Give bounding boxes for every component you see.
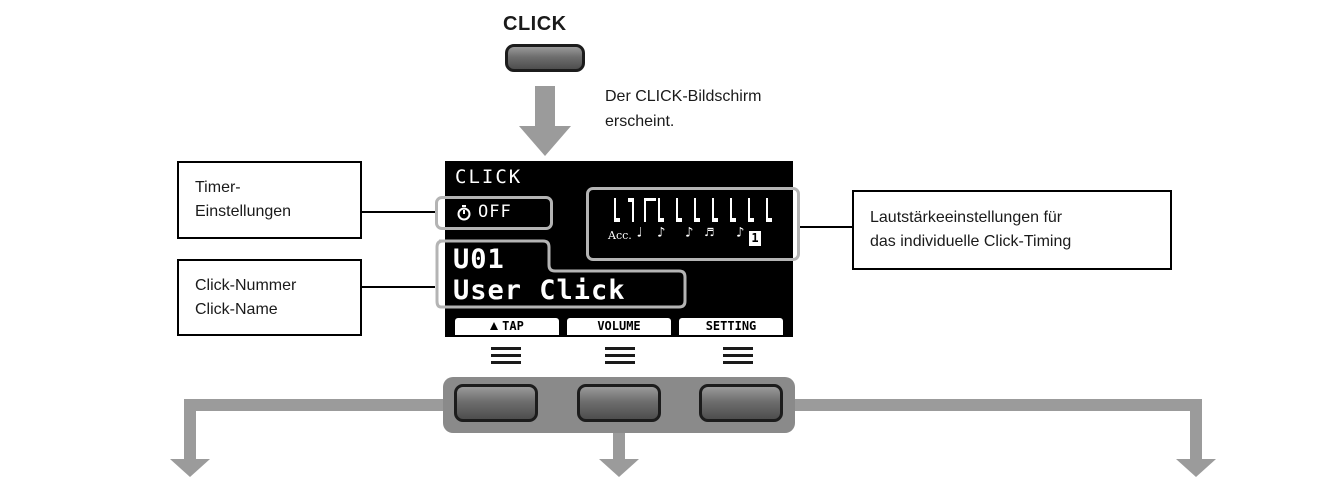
stopwatch-icon	[457, 205, 471, 221]
volume-meters	[614, 198, 772, 222]
click-name: User Click	[453, 275, 626, 306]
volume-meter-acc	[614, 198, 634, 222]
callout-timer-line-2: Einstellungen	[195, 203, 292, 220]
click-number: U01	[453, 244, 505, 275]
callout-click-number: Click-Nummer Click-Name	[177, 259, 362, 336]
softkey-tap: TAP	[455, 318, 559, 335]
arrow-middle-vertical	[613, 433, 625, 461]
volume-label-note-2: ♪	[657, 225, 666, 241]
button-2[interactable]	[577, 384, 661, 422]
volume-meter-triplet	[748, 198, 772, 222]
down-arrow-icon	[519, 86, 571, 156]
arrow-right-horizontal	[793, 399, 1202, 411]
highlight-volume	[586, 187, 800, 261]
arrow-middle-head	[599, 459, 639, 477]
softkey-tap-label: TAP	[502, 319, 524, 333]
volume-label-triplet: 1	[749, 231, 761, 246]
leader-line-timer	[362, 211, 435, 213]
callout-volume-line-1: Lautstärkeeinstellungen für	[870, 209, 1063, 226]
volume-label-note-3: ♪	[685, 225, 694, 241]
volume-meter-sixteenth	[712, 198, 736, 222]
arrow-left-horizontal	[184, 399, 444, 411]
volume-meter-quarter	[644, 198, 664, 222]
arrow-left-vertical	[184, 399, 196, 461]
caption-line-2: erscheint.	[605, 113, 675, 130]
callout-number-line-2: Click-Name	[195, 300, 278, 318]
volume-label-note-5: ♪	[736, 225, 745, 241]
volume-meter-eighth	[676, 198, 700, 222]
callout-volume: Lautstärkeeinstellungen für das individu…	[852, 190, 1172, 270]
arrow-right-vertical	[1190, 399, 1202, 461]
softkey-indicator-1	[491, 347, 521, 365]
click-button-label: CLICK	[503, 13, 567, 35]
callout-number-line-1: Click-Nummer	[195, 276, 297, 294]
caption: Der CLICK-Bildschirm erscheint.	[605, 84, 761, 134]
leader-line-volume	[800, 226, 852, 228]
volume-label-acc: Acc.	[608, 229, 632, 242]
leader-line-number	[362, 286, 435, 288]
softkey-setting: SETTING	[679, 318, 783, 335]
callout-timer-line-1: Timer-	[195, 179, 241, 196]
softkey-indicator-2	[605, 347, 635, 365]
softkey-volume: VOLUME	[567, 318, 671, 335]
timer-value: OFF	[478, 202, 512, 222]
callout-timer: Timer- Einstellungen	[177, 161, 362, 239]
button-3[interactable]	[699, 384, 783, 422]
button-1[interactable]	[454, 384, 538, 422]
callout-volume-line-2: das individuelle Click-Timing	[870, 233, 1072, 250]
caption-line-1: Der CLICK-Bildschirm	[605, 88, 762, 105]
metronome-icon	[490, 322, 499, 330]
arrow-right-head	[1176, 459, 1216, 477]
softkey-indicator-3	[723, 347, 753, 365]
lcd-title: CLICK	[455, 166, 523, 188]
highlight-timer	[435, 196, 553, 230]
highlight-click-number	[435, 239, 687, 309]
volume-label-note-4: ♬	[705, 225, 714, 241]
arrow-left-head	[170, 459, 210, 477]
click-button[interactable]	[505, 44, 585, 72]
volume-label-note-1: ♩	[635, 225, 644, 241]
